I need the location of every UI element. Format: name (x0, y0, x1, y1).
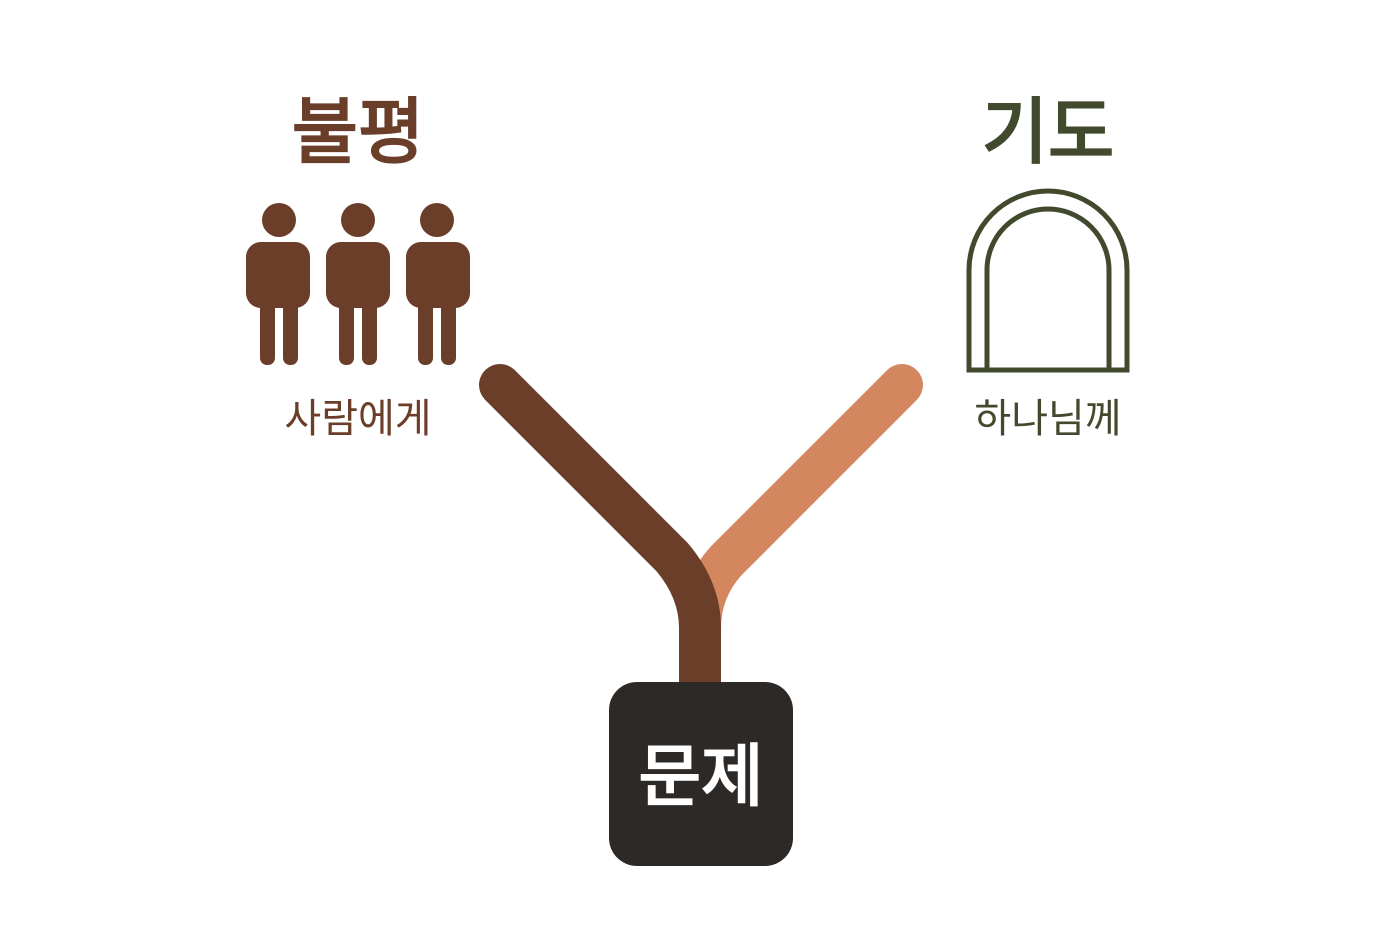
right-branch-line (679, 364, 923, 721)
left-subtitle: 사람에게 (284, 396, 431, 442)
left-branch-line (479, 364, 721, 721)
left-group: 불평 사람에게 (246, 90, 470, 442)
arch-inner (984, 206, 1112, 370)
three-people-icon (246, 203, 470, 365)
person-icon (406, 203, 470, 365)
arch-icon (966, 188, 1130, 373)
arch-outer (966, 188, 1130, 373)
right-group: 기도 하나님께 (966, 90, 1130, 442)
branch-lines (479, 364, 923, 721)
root-label: 문제 (638, 738, 763, 817)
root-box: 문제 (609, 682, 793, 866)
person-icon (326, 203, 390, 365)
root-box-background (609, 682, 793, 866)
left-title: 불평 (292, 90, 424, 174)
right-subtitle: 하나님께 (974, 396, 1121, 442)
person-icon (246, 203, 310, 365)
right-title: 기도 (982, 90, 1114, 174)
